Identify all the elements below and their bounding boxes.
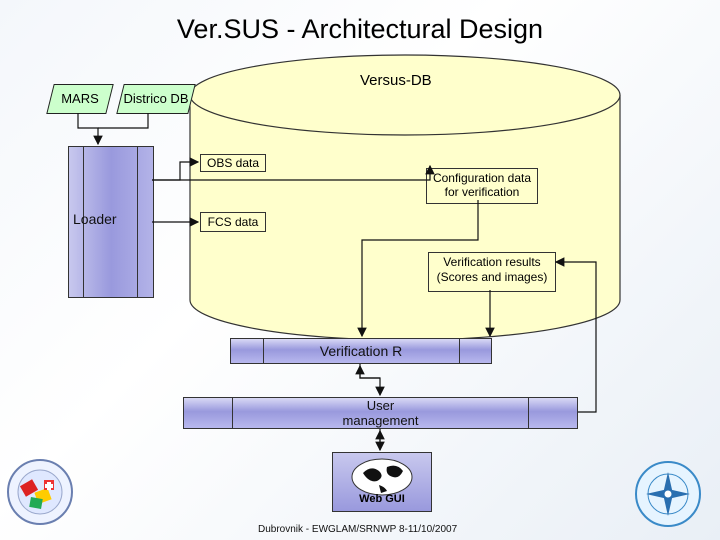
web-gui-label: Web GUI bbox=[359, 493, 405, 505]
page-title: Ver.SUS - Architectural Design bbox=[176, 14, 544, 44]
user-management-process: User management bbox=[183, 397, 578, 429]
fcs-data: FCS data bbox=[200, 212, 266, 232]
obs-data: OBS data bbox=[200, 154, 266, 172]
user-management-label: User management bbox=[184, 398, 577, 428]
config-line2: for verification bbox=[444, 185, 520, 199]
results-line1: Verification results bbox=[443, 255, 541, 269]
results-data: Verification results (Scores and images) bbox=[428, 252, 556, 292]
globe-icon bbox=[351, 458, 413, 496]
verification-r-process: Verification R bbox=[230, 338, 492, 364]
user-management-line2: management bbox=[342, 413, 419, 428]
user-management-line1: User bbox=[366, 398, 395, 413]
config-line1: Configuration data bbox=[432, 171, 532, 185]
web-gui-box: Web GUI bbox=[332, 452, 432, 512]
loader-label: Loader bbox=[73, 211, 117, 227]
verification-r-label: Verification R bbox=[319, 343, 403, 359]
db-label: Versus-DB bbox=[360, 72, 432, 89]
results-line2: (Scores and images) bbox=[436, 270, 548, 284]
footer-text: Dubrovnik - EWGLAM/SRNWP 8-11/10/2007 bbox=[258, 524, 458, 535]
config-data: Configuration data for verification bbox=[426, 168, 538, 204]
